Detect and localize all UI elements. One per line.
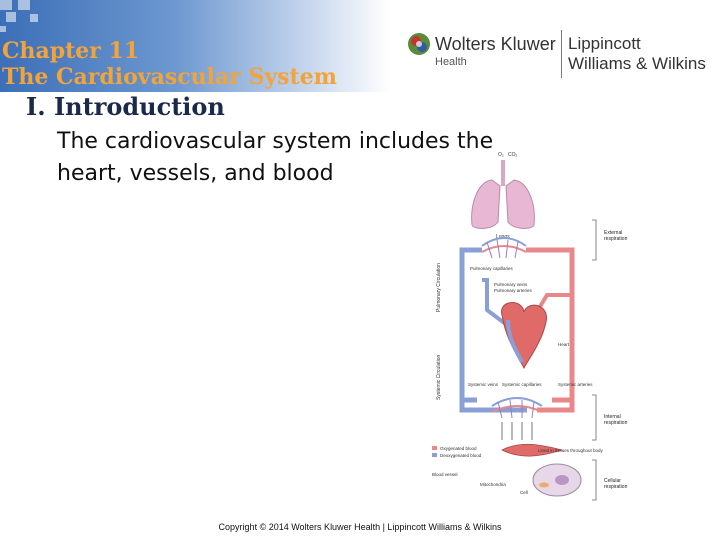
brand-sub: Health [435,56,467,68]
legend-swatch-deoxygenated [432,453,437,457]
external-respiration-label-1: External [604,230,622,236]
legend-deoxygenated: Deoxygenated blood [440,453,482,458]
mitochondria-label: Mitochondria [480,482,506,487]
o2-label: O₂ [498,152,504,158]
lungs [471,160,535,229]
internal-respiration-label-1: Internal [604,414,621,420]
banner-square [6,12,16,22]
internal-respiration-label-2: respiration [604,420,628,426]
pulmonary-arteries-label: Pulmonary arteries [494,288,533,293]
copyright-footer: Copyright © 2014 Wolters Kluwer Health |… [218,522,502,532]
title-banner [0,0,390,92]
external-respiration-label-2: respiration [604,236,628,242]
pulmonary-circulation-label: Pulmonary Circulation [436,263,442,312]
brand-name: Wolters Kluwer [435,34,556,54]
pulmonary-capillaries-label: Pulmonary capillaries [470,266,514,271]
banner-square [0,0,12,10]
partner-name-line2: Williams & Wilkins [568,54,706,73]
systemic-capillaries-label: Systemic capillaries [502,382,542,387]
banner-square [18,0,30,10]
legend-swatch-oxygenated [432,446,437,450]
cellular-respiration-label-1: Cellular [604,478,621,484]
globe-icon [408,33,430,55]
logo-divider [561,30,562,78]
body-text: The cardiovascular system includes the h… [57,129,494,186]
deoxygenated-vessels [459,247,527,413]
heart-label: Heart [558,342,570,347]
systemic-capillaries [491,397,543,419]
chapter-title: The Cardiovascular System [2,64,337,90]
banner-square [30,14,38,22]
gas-exchange-arrows [501,422,533,440]
chapter-number: Chapter 11 [2,38,140,64]
cell [532,463,582,497]
co2-label: CO₂ [508,152,518,158]
publisher-logo: Wolters Kluwer Health Lippincott William… [405,30,717,82]
blood-vessel [501,443,564,457]
systemic-veins-label: Systemic veins [468,382,499,387]
banner-square [0,26,6,32]
section-heading: I. Introduction [26,92,225,121]
respiration-brackets [592,219,597,501]
legend-oxygenated: Oxygenated blood [440,446,477,451]
circulation-diagram: O₂ CO₂ Lungs Pulmonary capillaries Pulmo… [432,152,628,501]
systemic-arteries-label: Systemic arteries [558,382,593,387]
cell-label: Cell [520,490,528,495]
cellular-respiration-label-2: respiration [604,484,628,490]
pulmonary-capillaries [481,237,527,259]
heart [501,302,547,370]
pulmonary-veins-label: Pulmonary veins [494,282,528,287]
systemic-circulation-label: Systemic Circulation [436,354,442,400]
tissues-label: Lined in tissues throughout body [538,448,604,453]
partner-name-line1: Lippincott [568,34,641,53]
blood-vessel-label: Blood vessel [432,472,458,477]
